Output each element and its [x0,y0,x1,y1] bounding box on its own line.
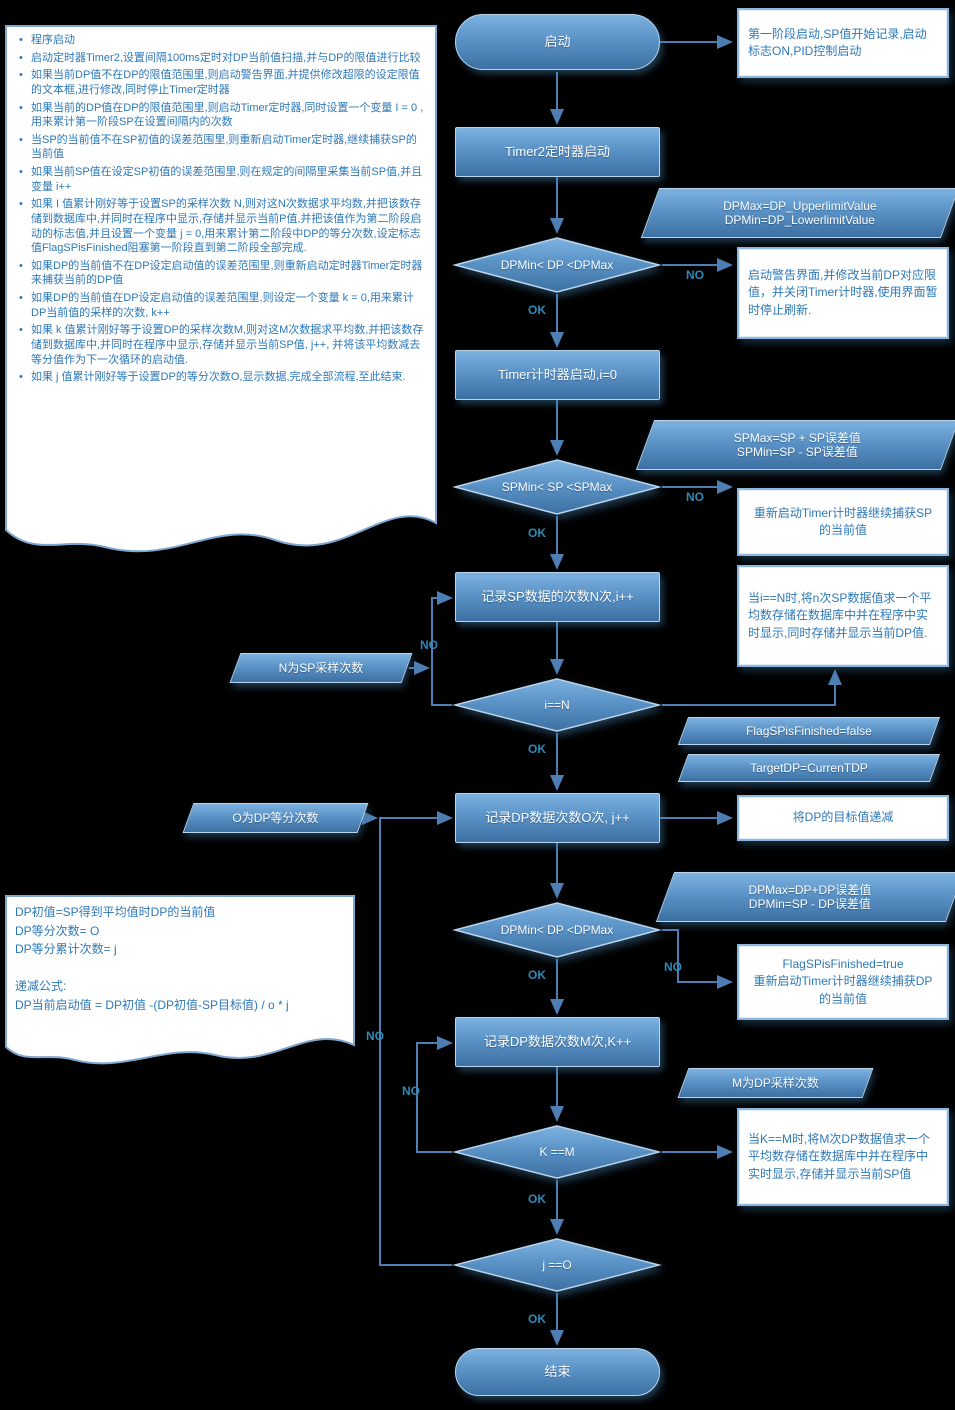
m-samples-text: M为DP采样次数 [732,1075,819,1090]
diamond-shape [452,1238,662,1292]
program-note: 如果 k 值累计刚好等于设置DP的采样次数M,则对这M次数据求平均数,并把该数存… [15,323,425,367]
note-sp-recapture: 重新启动Timer计时器继续捕获SP的当前值 [737,488,949,556]
program-note: 如果DP的当前值不在DP设定启动值的误差范围里,则重新启动定时器Timer定时器… [15,259,425,288]
program-note: 如果当前SP值在设定SP初值的误差范围里,则在规定的间隔里采集当前SP值,并且变… [15,165,425,194]
callout-outline [5,895,355,1065]
branch-label-no: NO [686,490,704,504]
decision-sp-check-label: SPMin< SP <SPMax [501,480,613,494]
diamond-shape [452,237,662,293]
data-flag-false: FlagSPisFinished=false [677,717,941,745]
program-note: 如果 j 值累计刚好等于设置DP的等分次数O,显示数据,完成全部流程,至此结束. [15,370,425,385]
note-dp-average: 当K==M时,将M次DP数据值求一个平均数存储在数据库中并在程序中实时显示,存储… [737,1108,949,1206]
note-stage1-text: 第一阶段启动,SP值开始记录,启动标志ON,PID控制启动 [748,26,927,58]
diamond-shape [452,902,662,958]
decision-dp-check2: DPMin< DP <DPMax [452,901,662,959]
branch-label-ok: OK [528,742,546,756]
decision-j-eq-o-label: j ==O [542,1258,572,1272]
start-terminator: 启动 [455,14,660,70]
program-note: 当SP的当前值不在SP初值的误差范围里,则重新启动Timer定时器,继续捕获SP… [15,133,425,162]
decision-k-eq-m-label: K ==M [539,1145,575,1159]
branch-label-no: NO [686,268,704,282]
program-note: 程序启动 [15,33,425,48]
decision-k-eq-m: K ==M [452,1124,662,1180]
data-dp-limits: DPMax=DP_UpperlimitValue DPMin=DP_Lowerl… [640,188,955,238]
program-note: 如果DP的当前值在DP设定启动值的误差范围里,则设定一个变量 k = 0,用来累… [15,291,425,320]
branch-label-ok: OK [528,303,546,317]
note-dp-target-text: 将DP的目标值递减 [792,810,894,825]
note-dp-recapture: FlagSPisFinished=true 重新启动Timer计时器继续捕获DP… [737,944,949,1020]
diamond-shape [452,678,662,732]
program-note: 启动定时器Timer2,设置间隔100ms定时对DP当前值扫描,并与DP的限值进… [15,51,425,66]
note-dp-warning-text: 启动警告界面,并修改当前DP对应限值，并关闭Timer计时器,使用界面暂时停止刷… [748,267,938,317]
data-sp-limits: SPMax=SP + SP误差值 SPMin=SP - SP误差值 [635,420,955,470]
note-sp-average: 当i==N时,将n次SP数据值求一个平均数存储在数据库中并在程序中实时显示,同时… [737,565,949,667]
dp-limits2-line2: DPMin=SP - DP误差值 [748,897,872,911]
branch-label-ok: OK [528,1192,546,1206]
decision-dp-limit-label: DPMin< DP <DPMax [500,258,614,272]
diamond-shape [452,459,662,515]
start-label: 启动 [544,34,571,50]
formula-text: DP初值=SP得到平均值时DP的当前值 DP等分次数= O DP等分累计次数= … [15,905,289,1012]
dp-limits2-line1: DPMax=DP+DP误差值 [748,882,872,897]
process-record-dp-m: 记录DP数据次数M次,K++ [455,1017,660,1067]
sp-limits-line2: SPMin=SP - SP误差值 [737,445,858,459]
process-record-dp-o: 记录DP数据次数O次, j++ [455,793,660,843]
dp-limits-line2: DPMin=DP_LowerlimitValue [724,213,876,227]
data-dp-limits2: DPMax=DP+DP误差值 DPMin=SP - DP误差值 [655,872,955,922]
decision-i-eq-n-label: i==N [544,698,570,712]
note-sp-average-text: 当i==N时,将n次SP数据值求一个平均数存储在数据库中并在程序中实时显示,同时… [748,590,932,640]
program-note: 如果 I 值累计刚好等于设置SP的采样次数 N,则对这N次数据求平均数,并把该数… [15,197,425,256]
dp-limits-line1: DPMax=DP_UpperlimitValue [723,198,877,213]
formula-callout: DP初值=SP得到平均值时DP的当前值 DP等分次数= O DP等分累计次数= … [5,895,355,1075]
data-m-samples: M为DP采样次数 [677,1068,874,1098]
note-dp-average-text: 当K==M时,将M次DP数据值求一个平均数存储在数据库中并在程序中实时显示,存储… [748,1131,931,1181]
target-dp-text: TargetDP=CurrenTDP [750,760,868,775]
program-notes-callout: 程序启动 启动定时器Timer2,设置间隔100ms定时对DP当前值扫描,并与D… [5,25,437,563]
decision-sp-check: SPMin< SP <SPMax [452,458,662,516]
end-terminator: 结束 [455,1348,660,1396]
flag-false-text: FlagSPisFinished=false [746,723,872,738]
data-o-divisions: O为DP等分次数 [182,803,369,833]
note-dp-target: 将DP的目标值递减 [737,795,949,841]
program-note: 如果当前的DP值在DP的限值范围里,则启动Timer定时器,同时设置一个变量 I… [15,101,425,130]
decision-dp-check2-label: DPMin< DP <DPMax [500,923,614,937]
process-record-dp-m-label: 记录DP数据次数M次,K++ [483,1034,632,1050]
process-timer2-label: Timer2定时器启动 [505,144,610,160]
process-record-sp-label: 记录SP数据的次数N次,i++ [481,589,634,605]
o-divisions-text: O为DP等分次数 [232,810,319,825]
decision-j-eq-o: j ==O [452,1237,662,1293]
process-timer-start-label: Timer计时器启动,i=0 [497,367,618,383]
branch-label-ok: OK [528,1312,546,1326]
note-dp-warning: 启动警告界面,并修改当前DP对应限值，并关闭Timer计时器,使用界面暂时停止刷… [737,247,949,339]
process-timer-start: Timer计时器启动,i=0 [455,350,660,400]
n-samples-text: N为SP采样次数 [278,660,364,675]
branch-label-ok: OK [528,968,546,982]
program-notes-list: 程序启动 启动定时器Timer2,设置间隔100ms定时对DP当前值扫描,并与D… [15,33,425,385]
branch-label-no: NO [664,960,682,974]
data-target-dp: TargetDP=CurrenTDP [677,754,941,782]
sp-limits-line1: SPMax=SP + SP误差值 [733,430,862,445]
process-record-dp-o-label: 记录DP数据次数O次, j++ [485,810,630,826]
decision-dp-limit-check: DPMin< DP <DPMax [452,236,662,294]
data-n-samples: N为SP采样次数 [229,653,413,683]
process-record-sp: 记录SP数据的次数N次,i++ [455,572,660,622]
branch-label-no: NO [420,638,438,652]
end-label: 结束 [544,1364,571,1380]
diamond-shape [452,1125,662,1179]
branch-label-no: NO [402,1084,420,1098]
program-note: 如果当前DP值不在DP的限值范围里,则启动警告界面,并提供修改超限的设定限值的文… [15,68,425,97]
note-dp-recapture-text: FlagSPisFinished=true 重新启动Timer计时器继续捕获DP… [753,956,933,1006]
note-sp-recapture-text: 重新启动Timer计时器继续捕获SP的当前值 [753,505,933,537]
decision-i-eq-n: i==N [452,677,662,733]
branch-label-ok: OK [528,526,546,540]
note-stage1-start: 第一阶段启动,SP值开始记录,启动标志ON,PID控制启动 [737,8,949,78]
process-timer2-start: Timer2定时器启动 [455,127,660,177]
branch-label-no: NO [366,1029,384,1043]
